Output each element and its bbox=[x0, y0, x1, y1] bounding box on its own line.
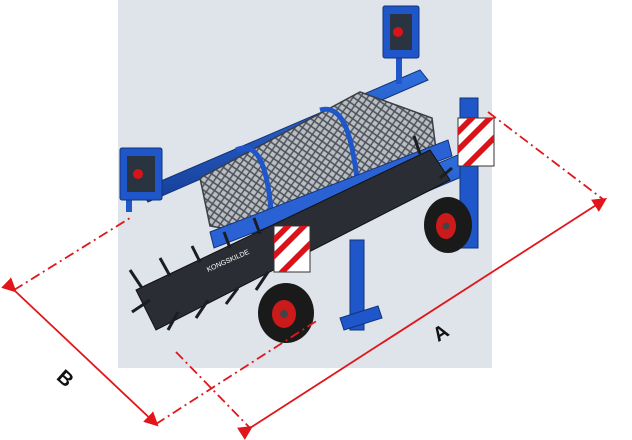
tail-light-icon bbox=[119, 5, 420, 201]
dimension-arrow-a-icon bbox=[175, 111, 608, 440]
dimension-b-label: B bbox=[52, 366, 77, 392]
dimension-a-label: A bbox=[429, 320, 453, 346]
left-wheel bbox=[258, 283, 314, 343]
right-wheel bbox=[424, 197, 472, 253]
dimension-arrow-b-icon bbox=[1, 217, 319, 427]
